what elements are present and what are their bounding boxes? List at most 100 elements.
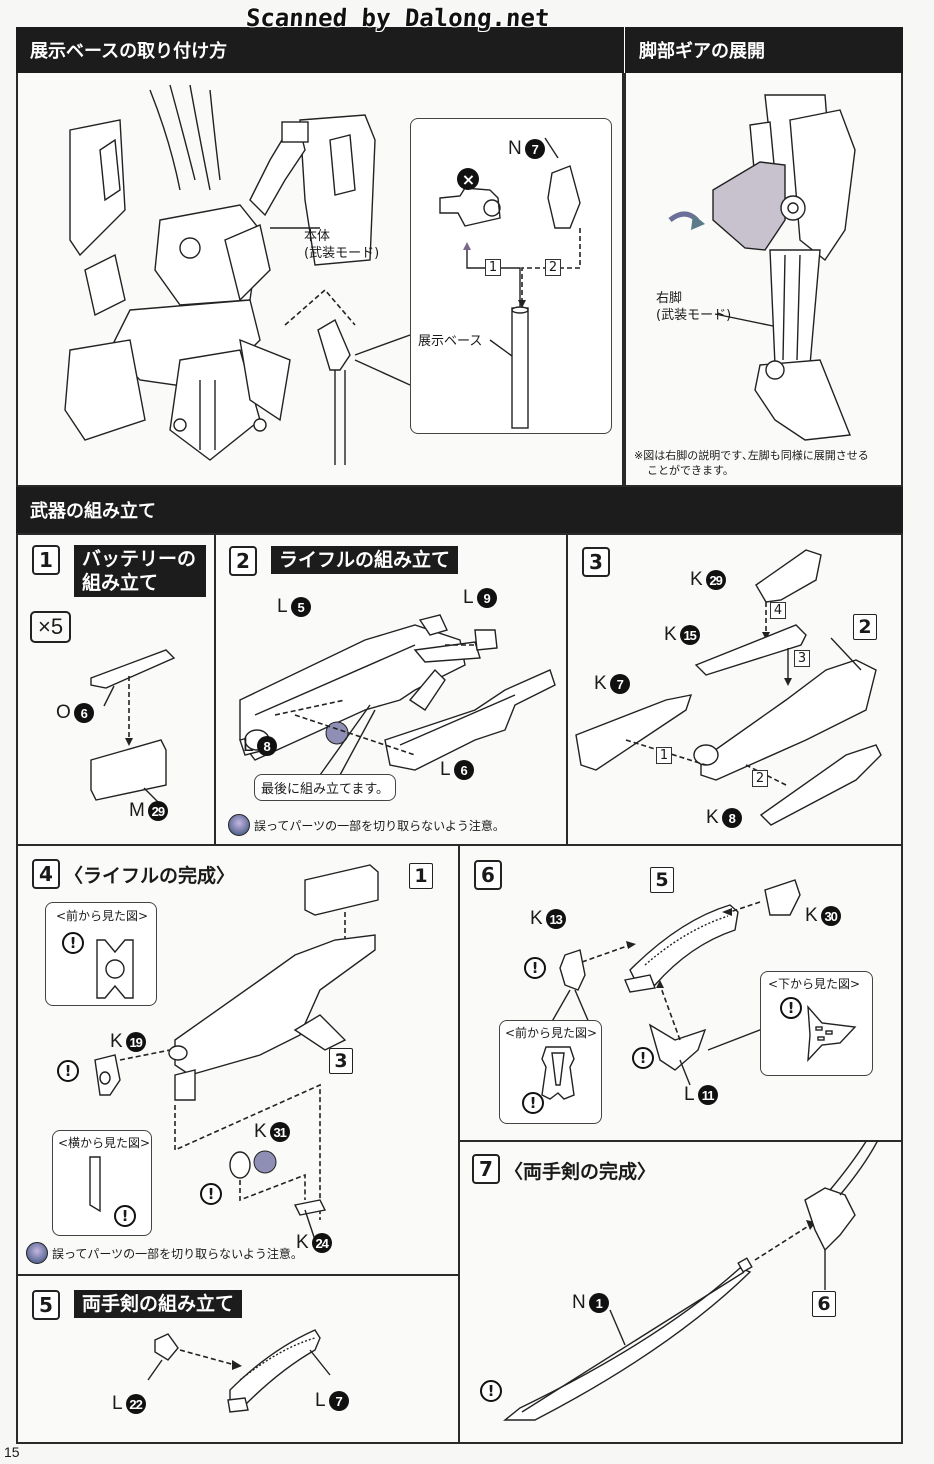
runner-letter: K [706,807,719,828]
leg-gear-header: 脚部ギアの展開 [624,27,903,73]
caution-mark: ! [632,1047,654,1069]
caution-mark: ! [480,1380,502,1402]
weapon-assembly-header: 武器の組み立て [16,487,903,533]
base-step-1: 1 [485,259,501,276]
part-number-badge: 15 [679,625,700,645]
cut-caution-icon [26,1242,48,1264]
runner-letter: N [572,1292,586,1313]
front-view-label: <前から見た図> [56,909,149,923]
robot-body-label: 本体 (武装モード) [304,228,379,262]
part-number-badge: 8 [256,736,277,756]
part-label-l6: L 6 [440,759,474,781]
caution-mark: ! [524,957,546,979]
leg-gear-note-line2: ことができます。 [647,464,734,477]
runner-letter: L [315,1390,326,1411]
step-3-ref-step-2: 2 [853,614,877,640]
part-number-badge: 6 [453,760,474,780]
part-label-m29: M 29 [129,800,168,822]
part-number-badge: 7 [524,139,545,159]
display-base-title: 展示ベースの取り付け方 [30,41,228,62]
runner-letter: M [129,800,145,821]
display-base-detail-callout [410,118,612,434]
step-3-number: 3 [582,547,610,577]
step-4-ref-step-1: 1 [409,863,433,889]
sword-complete-drawing [503,1140,879,1421]
part-number-badge: 7 [609,674,630,694]
front-view-drawing-6 [541,1046,575,1100]
runner-letter: K [805,905,818,926]
caution-mark: ! [780,997,802,1019]
step-2-title: ライフルの組み立て [271,546,459,574]
runner-letter: K [664,624,677,645]
part-label-l7: L 7 [315,1390,349,1412]
part-number-badge: 11 [697,1085,718,1105]
step-4-caution-note: 誤ってパーツの一部を切り取らないよう注意。 [26,1242,303,1264]
part-number-badge: 5 [290,597,311,617]
runner-letter: K [110,1031,123,1052]
step-1-title: バッテリーの 組み立て [74,545,206,597]
leg-gear-note-line1: ※図は右脚の説明です､左脚も同様に展開させる [634,449,869,462]
leg-gear-note: ※図は右脚の説明です､左脚も同様に展開させる ことができます。 [634,448,869,478]
right-leg-illustration [668,94,856,441]
runner-letter: K [690,569,703,590]
part-label-k19: K 19 [110,1031,146,1053]
runner-letter: L [243,735,254,756]
front-view-label-6: <前から見た図> [505,1026,598,1040]
step-6-number: 6 [474,860,502,890]
display-base-detail-drawing [439,137,581,429]
display-base-header: 展示ベースの取り付け方 [16,27,624,73]
side-view-label: <横から見た図> [58,1136,151,1150]
assemble-last-callout: 最後に組み立てます。 [254,774,397,801]
leg-gear-title: 脚部ギアの展開 [639,41,765,62]
runner-letter: L [440,759,451,780]
part-label-l5: L 5 [277,596,311,618]
step-2-caution-text: 誤ってパーツの一部を切り取らないよう注意。 [254,818,505,833]
part-number-badge: 13 [545,909,566,929]
part-number-badge: 30 [820,906,841,926]
part-number-badge: 29 [705,570,726,590]
rifle-body-parts-drawing [575,549,882,826]
step-2-caution-note: 誤ってパーツの一部を切り取らないよう注意。 [228,814,505,836]
front-view-drawing [96,939,134,999]
step-5-number: 5 [32,1290,60,1320]
part-number-badge: 7 [328,1391,349,1411]
step-3-order-2: 2 [752,770,768,787]
step-1-multiplier: ×5 [30,611,72,643]
right-leg-label: 右脚 (武装モード) [656,290,731,324]
runner-letter: K [296,1232,309,1253]
step-7-ref-step-6: 6 [812,1291,836,1317]
step-1-number: 1 [32,545,60,575]
runner-letter: L [463,587,474,608]
part-label-l22: L 22 [112,1393,146,1415]
caution-mark: ! [522,1092,544,1114]
part-number-badge: 22 [125,1394,146,1414]
part-label-k24: K 24 [296,1232,332,1254]
part-label-k15: K 15 [664,624,700,646]
part-label-k30: K 30 [805,905,841,927]
weapon-assembly-title: 武器の組み立て [30,501,156,522]
part-label-l11: L 11 [684,1084,718,1106]
part-label-k29: K 29 [690,569,726,591]
runner-letter: K [254,1121,267,1142]
sword-hilt-parts-drawing [549,879,801,1086]
runner-letter: L [277,596,288,617]
runner-letter: K [594,673,607,694]
runner-letter: N [508,138,522,159]
caution-mark: ! [57,1060,79,1082]
part-label-k13: K 13 [530,908,566,930]
part-number-badge: 24 [311,1233,332,1253]
step-4-number: 4 [32,859,60,889]
part-label-k7: K 7 [594,673,630,695]
part-label-l9: L 9 [463,587,497,609]
robot-body-illustration [64,84,410,465]
cut-caution-icon [228,814,250,836]
part-label-l8: L 8 [243,735,277,757]
robot-body-label-line1: 本体 [304,229,331,244]
part-number-badge: 8 [721,808,742,828]
part-label-n1: N 1 [572,1292,609,1314]
part-number-badge: 31 [269,1122,290,1142]
step-3-order-3: 3 [794,650,810,667]
caution-mark: ! [62,932,84,954]
step-6-ref-step-5: 5 [650,867,674,893]
part-number-badge: 1 [588,1293,609,1313]
